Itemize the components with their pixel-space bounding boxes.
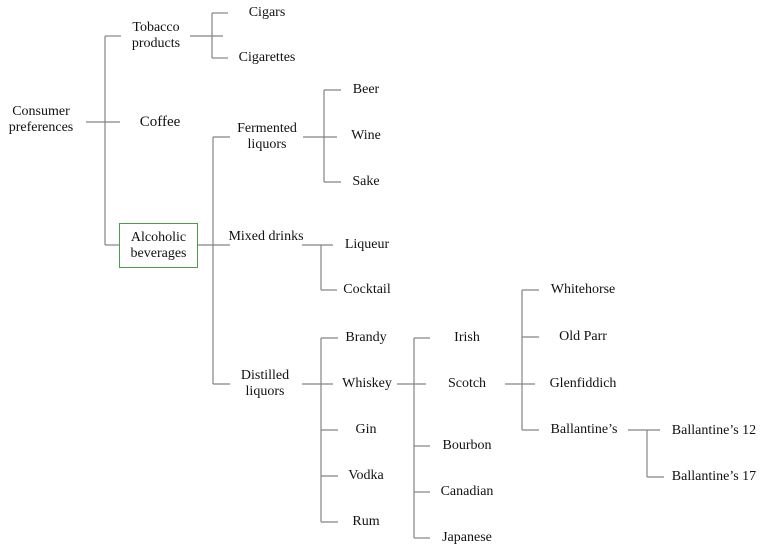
- node-ballantines-17: Ballantine’s 17: [671, 469, 757, 484]
- node-whitehorse: Whitehorse: [550, 282, 616, 297]
- node-bourbon: Bourbon: [442, 438, 492, 453]
- node-glenfiddich: Glenfiddich: [549, 376, 617, 391]
- node-mixed-drinks: Mixed drinks: [228, 229, 304, 244]
- node-beer: Beer: [352, 82, 380, 97]
- node-old-parr: Old Parr: [559, 329, 607, 344]
- node-alcoholic-beverages-label: Alcoholic beverages: [130, 229, 187, 261]
- node-irish: Irish: [454, 330, 480, 345]
- node-cocktail: Cocktail: [343, 282, 391, 297]
- node-liqueur: Liqueur: [344, 237, 390, 252]
- node-cigarettes: Cigarettes: [238, 50, 296, 65]
- node-scotch: Scotch: [447, 376, 487, 391]
- node-consumer-preferences: Consumer preferences: [8, 104, 74, 135]
- node-whiskey: Whiskey: [342, 376, 392, 391]
- node-vodka: Vodka: [348, 468, 384, 483]
- node-ballantines-12: Ballantine’s 12: [671, 423, 757, 438]
- node-distilled-liquors: Distilled liquors: [240, 368, 290, 399]
- node-fermented-liquors: Fermented liquors: [237, 121, 297, 152]
- node-brandy: Brandy: [345, 330, 387, 345]
- node-wine: Wine: [351, 128, 381, 143]
- node-rum: Rum: [352, 514, 380, 529]
- node-sake: Sake: [352, 174, 380, 189]
- node-japanese: Japanese: [442, 530, 492, 545]
- node-coffee: Coffee: [139, 114, 181, 130]
- node-ballantines: Ballantine’s: [550, 422, 618, 437]
- node-cigars: Cigars: [248, 5, 286, 20]
- node-gin: Gin: [355, 422, 377, 437]
- node-alcoholic-beverages: Alcoholic beverages: [119, 223, 198, 268]
- node-canadian: Canadian: [440, 484, 494, 499]
- node-tobacco-products: Tobacco products: [131, 20, 181, 51]
